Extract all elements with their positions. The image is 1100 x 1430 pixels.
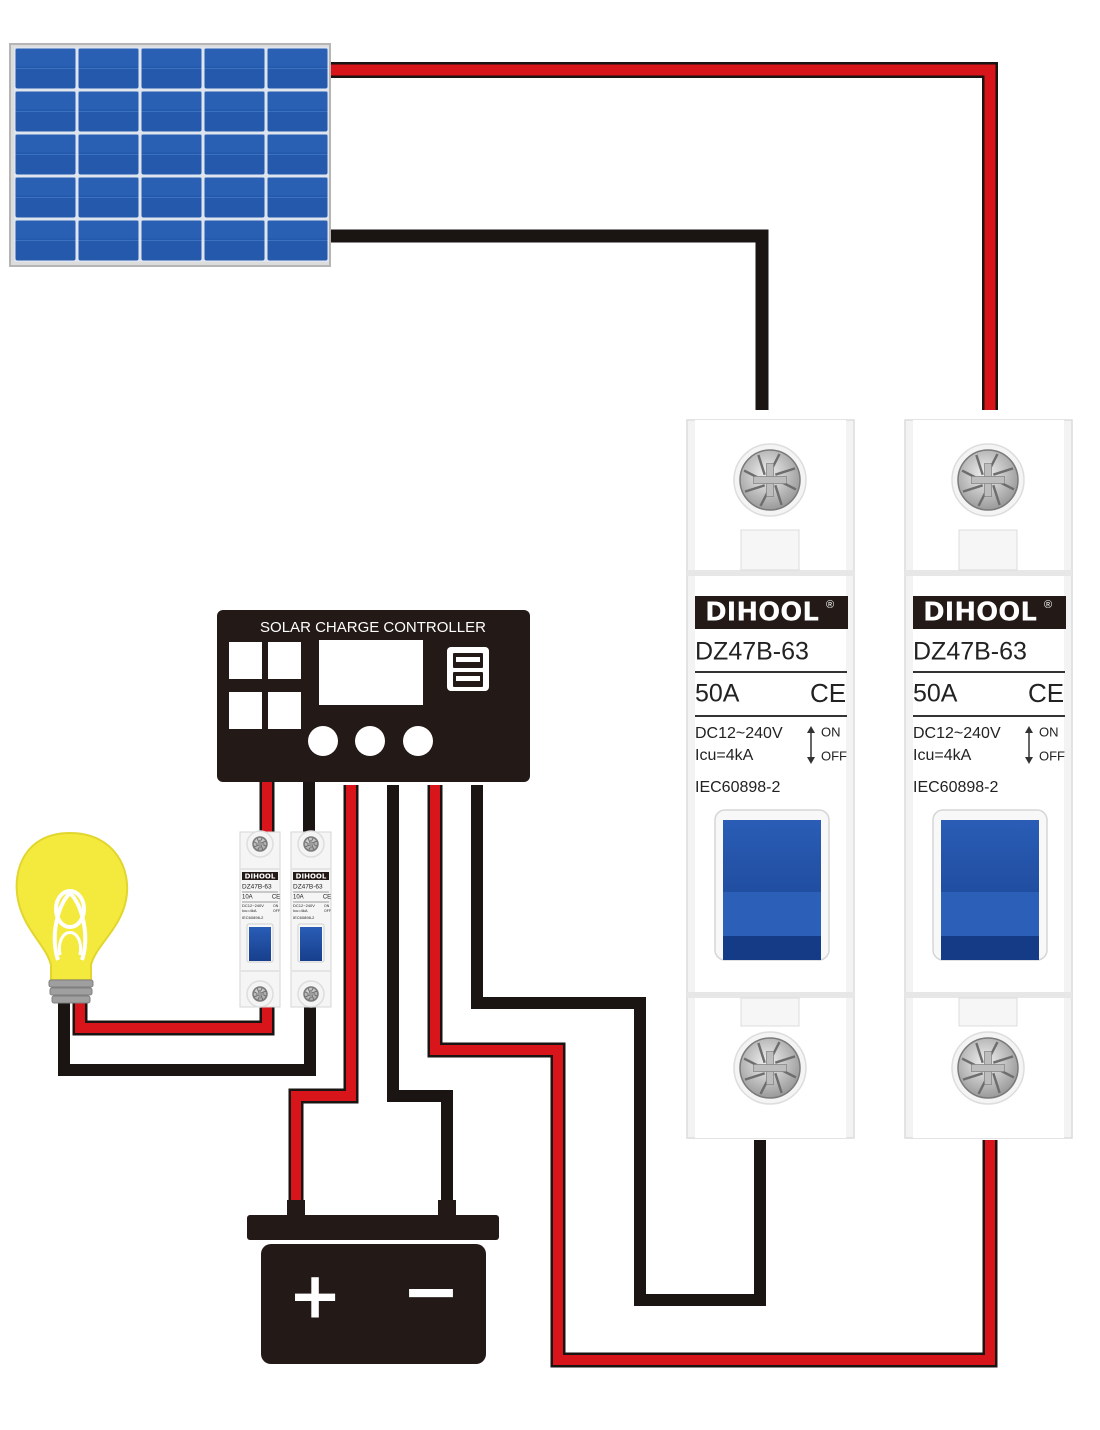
light-bulb-icon xyxy=(15,831,129,1004)
small-breaker-voltage: DC12~240V xyxy=(242,903,264,908)
ce-mark: CE xyxy=(1028,678,1064,708)
breaker-rating: 50A xyxy=(913,680,958,708)
usb-port-icon xyxy=(447,647,489,691)
battery-negative-wire xyxy=(387,785,453,1205)
terminal-screw-icon xyxy=(951,1031,1025,1105)
panel-negative-wire xyxy=(328,229,769,410)
breaker-toggle-handle[interactable] xyxy=(932,809,1048,961)
terminal-screw-icon xyxy=(297,830,325,858)
wires xyxy=(58,62,998,1368)
small-off-label: OFF xyxy=(324,909,331,913)
controller-title: SOLAR CHARGE CONTROLLER xyxy=(260,619,486,636)
small-on-label: ON xyxy=(324,904,330,908)
breaker-icu: Icu=4kA xyxy=(695,747,754,764)
controller-display xyxy=(319,640,423,705)
breaker-voltage: DC12~240V xyxy=(913,725,1001,742)
off-label: OFF xyxy=(821,748,847,763)
small-breaker-toggle-handle[interactable] xyxy=(246,923,274,963)
battery-plus-symbol: + xyxy=(288,1260,342,1334)
small-breaker-brand: DIHOOL xyxy=(296,873,327,881)
small-breaker-voltage: DC12~240V xyxy=(293,903,315,908)
terminal-screw-icon xyxy=(733,1031,807,1105)
breaker-brand: DIHOOL xyxy=(705,598,819,628)
small-on-label: ON xyxy=(273,904,279,908)
battery: + − xyxy=(247,1200,499,1364)
load-negative-wire xyxy=(58,1002,316,1076)
dc-breaker-1: DIHOOL ® DZ47B-63 50A CE DC12~240V Icu=4kA ON OF… xyxy=(686,419,855,1139)
ce-mark: CE xyxy=(810,678,846,708)
breaker-standard: IEC60898-2 xyxy=(913,779,998,796)
on-label: ON xyxy=(1039,724,1059,739)
controller-button-2[interactable] xyxy=(355,726,385,756)
charge-controller: SOLAR CHARGE CONTROLLER xyxy=(217,610,530,782)
small-off-label: OFF xyxy=(273,909,280,913)
terminal-screw-icon xyxy=(297,980,325,1008)
registered-mark: ® xyxy=(1044,599,1052,611)
controller-button-1[interactable] xyxy=(308,726,338,756)
breaker-model: DZ47B-63 xyxy=(695,638,809,666)
small-breaker-rating: 10A xyxy=(293,895,304,901)
breaker-model: DZ47B-63 xyxy=(913,638,1027,666)
small-breaker-standard: IEC60898-2 xyxy=(242,915,264,920)
small-breaker-model: DZ47B-63 xyxy=(242,884,272,891)
small-breaker-brand: DIHOOL xyxy=(245,873,276,881)
breaker-standard: IEC60898-2 xyxy=(695,779,780,796)
terminal-screw-icon xyxy=(246,980,274,1008)
controller-key-grid xyxy=(229,642,301,729)
breaker-toggle-handle[interactable] xyxy=(714,809,830,961)
pv-negative-return-wire xyxy=(471,785,766,1306)
breaker-brand: DIHOOL xyxy=(923,598,1037,628)
breaker-rating: 50A xyxy=(695,680,740,708)
small-breaker-icu: Icu=4kA xyxy=(242,908,257,913)
dc-breaker-2: DIHOOL ® DZ47B-63 50A CE DC12~240V Icu=4kA ON OF… xyxy=(904,419,1073,1139)
breaker-icu: Icu=4kA xyxy=(913,747,972,764)
controller-button-3[interactable] xyxy=(403,726,433,756)
off-label: OFF xyxy=(1039,748,1065,763)
solar-panel xyxy=(9,43,331,267)
small-breaker-rating: 10A xyxy=(242,895,253,901)
registered-mark: ® xyxy=(826,599,834,611)
small-ce-mark: CE xyxy=(323,895,331,901)
small-breaker-standard: IEC60898-2 xyxy=(293,915,315,920)
battery-minus-symbol: − xyxy=(402,1250,461,1332)
small-breaker-model: DZ47B-63 xyxy=(293,884,323,891)
breaker-voltage: DC12~240V xyxy=(695,725,783,742)
on-label: ON xyxy=(821,724,841,739)
small-ce-mark: CE xyxy=(272,895,280,901)
terminal-screw-icon xyxy=(951,443,1025,517)
terminal-screw-icon xyxy=(733,443,807,517)
small-breaker-toggle-handle[interactable] xyxy=(297,923,325,963)
terminal-screw-icon xyxy=(246,830,274,858)
small-breaker-icu: Icu=4kA xyxy=(293,908,308,913)
